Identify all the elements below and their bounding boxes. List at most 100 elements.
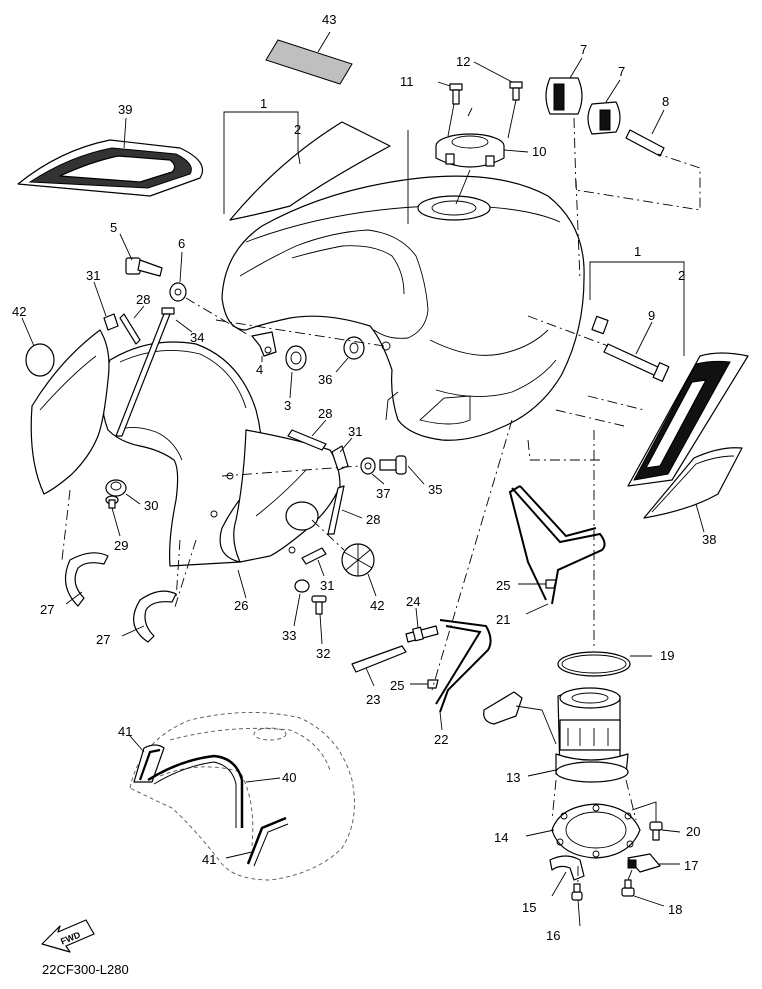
bolt-20[interactable]: [649, 821, 663, 841]
bracket-4[interactable]: [251, 331, 277, 357]
side-panel-42-left[interactable]: [30, 329, 110, 495]
washer-6[interactable]: [169, 282, 187, 302]
callout-23: 23: [366, 692, 380, 707]
decal-38[interactable]: [643, 447, 743, 519]
bolt-35[interactable]: [379, 455, 407, 475]
collar-29[interactable]: [105, 495, 119, 509]
callout-30: 30: [144, 498, 158, 513]
emblem-plate[interactable]: [285, 501, 319, 531]
callout-8: 8: [662, 94, 669, 109]
callout-28a: 28: [136, 292, 150, 307]
callout-35: 35: [428, 482, 442, 497]
callout-31c: 31: [320, 578, 334, 593]
callout-3: 3: [284, 398, 291, 413]
hose-23[interactable]: [351, 645, 407, 673]
callout-27b: 27: [96, 632, 110, 647]
clip-25-a[interactable]: [545, 579, 557, 589]
emblem-42-right[interactable]: [341, 543, 375, 577]
clamp-15[interactable]: [549, 855, 585, 881]
callout-41a: 41: [118, 724, 132, 739]
side-cover-26[interactable]: [101, 341, 341, 567]
callout-40: 40: [282, 770, 296, 785]
washer-33[interactable]: [294, 579, 310, 593]
callout-27a: 27: [40, 602, 54, 617]
cushion-27-b[interactable]: [133, 590, 177, 643]
decal-2-left[interactable]: [229, 121, 391, 221]
decal-2-right[interactable]: [627, 352, 749, 487]
callout-31a: 31: [86, 268, 100, 283]
hose-21[interactable]: [508, 485, 606, 605]
callout-19: 19: [660, 648, 674, 663]
bolt-12[interactable]: [509, 81, 523, 101]
clip-25-b[interactable]: [427, 679, 439, 689]
damper-3[interactable]: [285, 345, 307, 371]
bolt-9[interactable]: [603, 343, 670, 382]
callout-42b: 42: [370, 598, 384, 613]
seal-41-b[interactable]: [246, 816, 287, 865]
fuel-cap-10[interactable]: [435, 133, 505, 168]
callout-33: 33: [282, 628, 296, 643]
emblem-42-left[interactable]: [25, 343, 55, 377]
bracket-17[interactable]: [627, 853, 661, 873]
bolt-34[interactable]: [115, 307, 175, 437]
callout-39: 39: [118, 102, 132, 117]
strip-28-a[interactable]: [119, 313, 141, 345]
tank-outline-reference: [129, 712, 355, 881]
callout-1b: 1: [634, 244, 641, 259]
grommet-30[interactable]: [105, 479, 127, 497]
callout-2a: 2: [294, 122, 301, 137]
hose-22[interactable]: [435, 619, 492, 713]
callout-43: 43: [322, 12, 336, 27]
callout-1a: 1: [260, 96, 267, 111]
callout-2b: 2: [678, 268, 685, 283]
callout-14: 14: [494, 830, 508, 845]
clip-31-c[interactable]: [301, 547, 327, 565]
screw-32[interactable]: [311, 595, 327, 615]
seal-40[interactable]: [147, 754, 244, 828]
clip-31-b[interactable]: [331, 445, 349, 471]
washer-37[interactable]: [360, 457, 376, 475]
callout-7a: 7: [580, 42, 587, 57]
screw-16[interactable]: [571, 883, 583, 901]
joint-24[interactable]: [405, 625, 439, 643]
damper-7a[interactable]: [545, 77, 583, 115]
plate-14[interactable]: [551, 803, 641, 859]
damper-7b[interactable]: [587, 101, 621, 135]
callout-4: 4: [256, 362, 263, 377]
callout-20: 20: [686, 824, 700, 839]
strip-28-b[interactable]: [287, 429, 327, 451]
callout-38: 38: [702, 532, 716, 547]
callout-37: 37: [376, 486, 390, 501]
fuel-tank[interactable]: [221, 175, 609, 441]
o-ring-19[interactable]: [557, 651, 631, 677]
callout-42a: 42: [12, 304, 26, 319]
callout-6: 6: [178, 236, 185, 251]
bolt-18[interactable]: [621, 879, 635, 897]
callout-16: 16: [546, 928, 560, 943]
callout-11: 11: [400, 74, 414, 89]
callout-31b: 31: [348, 424, 362, 439]
decal-39[interactable]: [17, 139, 204, 197]
fwd-arrow-icon: FWD: [41, 919, 95, 953]
strip-28-c[interactable]: [327, 485, 345, 535]
decal-43[interactable]: [265, 39, 353, 85]
callout-12: 12: [456, 54, 470, 69]
callout-29: 29: [114, 538, 128, 553]
callout-13: 13: [506, 770, 520, 785]
callout-41b: 41: [202, 852, 216, 867]
callout-labels: 43 12 11 7 7 8 1 2 39 10 5 6 31 28 42 34…: [12, 12, 716, 943]
cushion-27-a[interactable]: [64, 552, 109, 607]
damper-36[interactable]: [343, 336, 365, 360]
callout-24: 24: [406, 594, 420, 609]
bolt-11[interactable]: [449, 83, 463, 105]
pin-8[interactable]: [625, 129, 665, 157]
callout-28b: 28: [318, 406, 332, 421]
bolt-5[interactable]: [125, 257, 163, 277]
callout-34: 34: [190, 330, 204, 345]
drawing-code: 22CF300-L280: [42, 962, 129, 977]
fuel-pump-13[interactable]: [483, 687, 629, 783]
clip-31-a[interactable]: [103, 313, 119, 331]
callout-28c: 28: [366, 512, 380, 527]
callout-7b: 7: [618, 64, 625, 79]
